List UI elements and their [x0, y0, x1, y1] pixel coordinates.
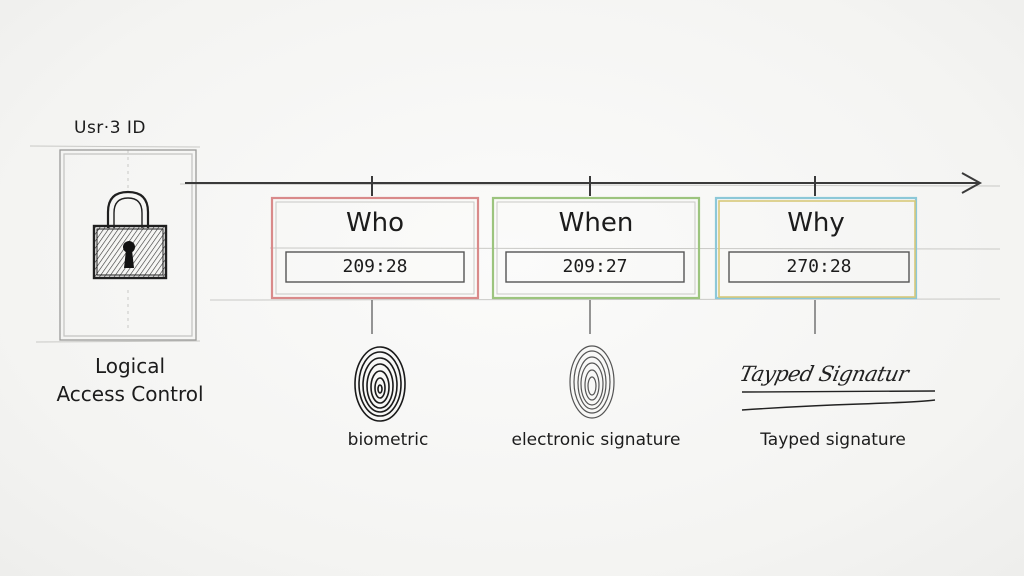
why-time: 270:28	[786, 256, 852, 277]
fingerprint-icon	[569, 345, 615, 419]
typed-signature: Tayped Signatur	[737, 362, 911, 386]
fingerprint-icon	[354, 346, 406, 422]
who-title: Who	[345, 208, 405, 238]
when-time: 209:27	[562, 256, 628, 277]
who-time: 209:28	[342, 256, 408, 277]
guide-lines	[29, 145, 1001, 343]
electronic-signature-label: electronic signature	[511, 430, 681, 450]
access-control-label: Logical Access Control	[40, 352, 220, 408]
who-box-frame	[270, 196, 480, 300]
connector-stems	[371, 300, 816, 334]
access-control-frame	[59, 149, 197, 341]
access-control-line1: Logical	[94, 354, 166, 378]
when-box-frame	[491, 196, 701, 300]
typed-signature-label: Tayped signature	[760, 430, 906, 450]
access-control-line2: Access Control	[56, 382, 204, 406]
signature-underline	[741, 390, 936, 411]
why-title: Why	[787, 208, 845, 238]
timeline-arrow	[185, 172, 983, 196]
why-box-frame	[714, 196, 918, 300]
padlock-icon	[92, 190, 168, 280]
user-id-label: Usr·3 ID	[74, 118, 147, 138]
biometric-label: biometric	[347, 430, 429, 450]
when-title: When	[558, 208, 634, 238]
